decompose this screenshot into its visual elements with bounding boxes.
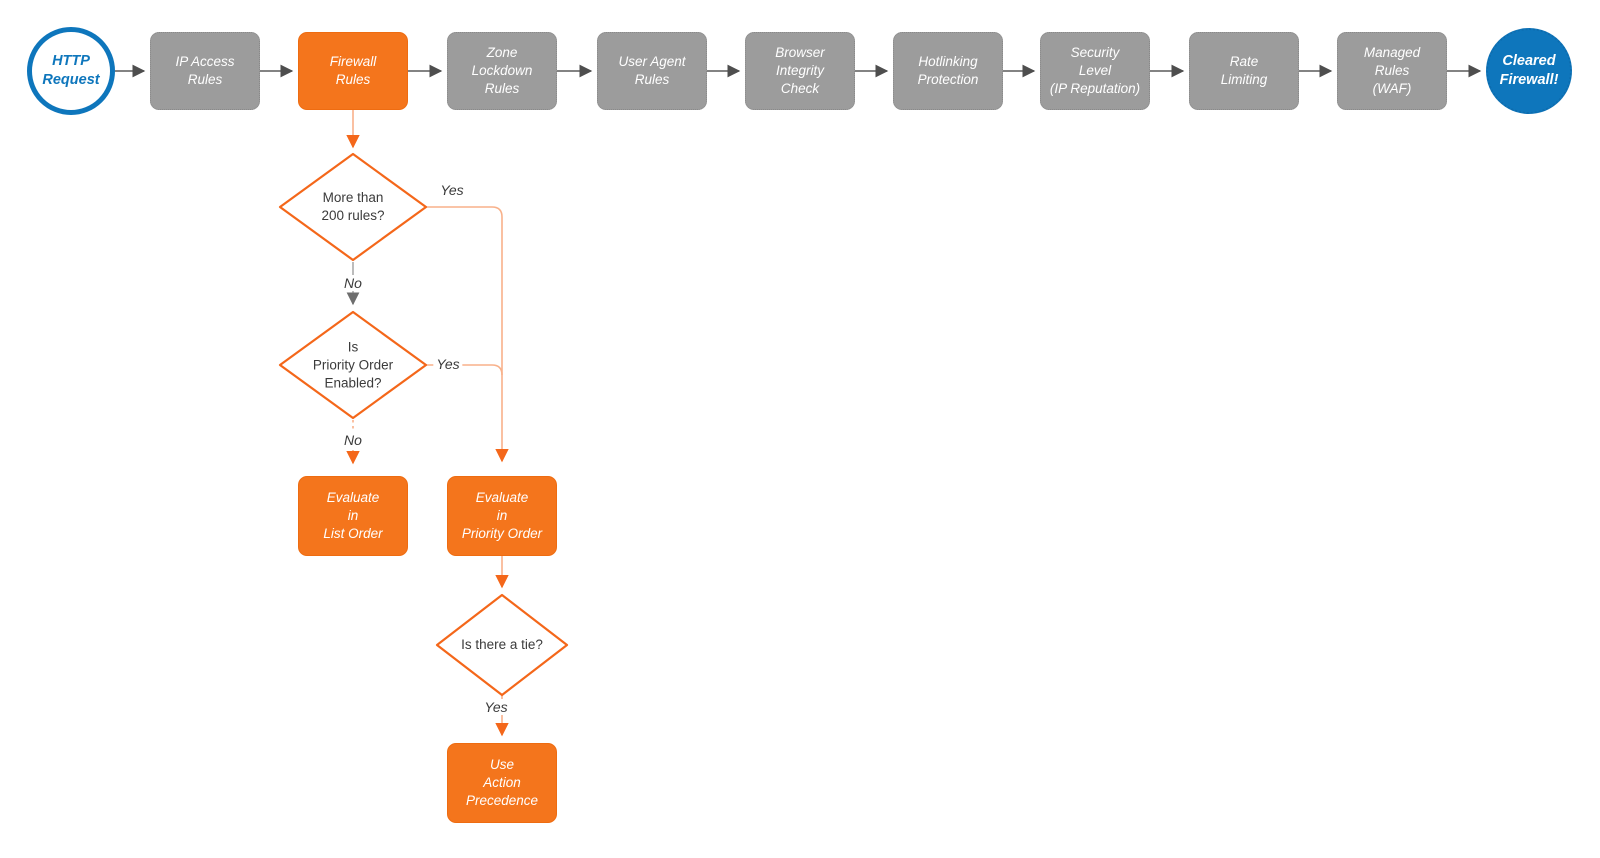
stage-zone-lockdown-rules: Zone Lockdown Rules — [447, 32, 557, 110]
decision2-no-label: No — [341, 432, 365, 448]
decision1-no-label: No — [341, 275, 365, 291]
decision1-yes-label: Yes — [437, 182, 467, 198]
stage-security-level: Security Level (IP Reputation) — [1040, 32, 1150, 110]
decision-shapes — [278, 152, 569, 697]
arrow-decision2-yes — [426, 364, 503, 376]
decision3-yes-label: Yes — [481, 699, 511, 715]
decision1-question: More than 200 rules? — [321, 190, 385, 223]
branch-connectors — [346, 110, 509, 737]
stage-rate-limiting: Rate Limiting — [1189, 32, 1299, 110]
stage-browser-integrity-check-label: Browser Integrity Check — [775, 45, 825, 96]
process-evaluate-priority-order-label: Evaluate in Priority Order — [461, 489, 543, 542]
stage-ip-access-rules: IP Access Rules — [150, 32, 260, 110]
stage-managed-rules-waf: Managed Rules (WAF) — [1337, 32, 1447, 110]
stage-user-agent-rules-label: User Agent Rules — [618, 54, 686, 87]
process-use-action-precedence-label: Use Action Precedence — [465, 756, 539, 809]
process-evaluate-list-order-label: Evaluate in List Order — [323, 489, 383, 542]
process-evaluate-list-order: Evaluate in List Order — [298, 476, 408, 556]
terminal-cleared-firewall-label: Cleared Firewall! — [1499, 53, 1559, 88]
terminal-cleared-firewall: Cleared Firewall! — [1486, 28, 1572, 114]
stage-firewall-rules: Firewall Rules — [298, 32, 408, 110]
stage-managed-rules-waf-label: Managed Rules (WAF) — [1363, 45, 1421, 96]
terminal-http-request-label: HTTP Request — [42, 53, 100, 88]
stage-zone-lockdown-rules-label: Zone Lockdown Rules — [471, 45, 533, 96]
stage-hotlinking-protection: Hotlinking Protection — [893, 32, 1003, 110]
terminal-http-request: HTTP Request — [27, 27, 115, 115]
arrow-decision1-yes — [426, 206, 509, 463]
decision2-yes-label: Yes — [433, 356, 463, 372]
stage-firewall-rules-label: Firewall Rules — [329, 54, 377, 87]
stage-browser-integrity-check: Browser Integrity Check — [745, 32, 855, 110]
process-evaluate-priority-order: Evaluate in Priority Order — [447, 476, 557, 556]
stage-security-level-label: Security Level (IP Reputation) — [1049, 45, 1141, 96]
decision2-diamond — [278, 310, 428, 420]
process-use-action-precedence: Use Action Precedence — [447, 743, 557, 823]
stage-user-agent-rules: User Agent Rules — [597, 32, 707, 110]
stage-ip-access-rules-label: IP Access Rules — [175, 54, 235, 87]
decision2-question: Is Priority Order Enabled? — [312, 339, 394, 390]
decision3-diamond — [435, 593, 569, 697]
stage-rate-limiting-label: Rate Limiting — [1220, 54, 1268, 87]
decision1-diamond — [278, 152, 428, 262]
decision3-question: Is there a tie? — [461, 637, 543, 653]
stage-hotlinking-protection-label: Hotlinking Protection — [917, 54, 979, 87]
